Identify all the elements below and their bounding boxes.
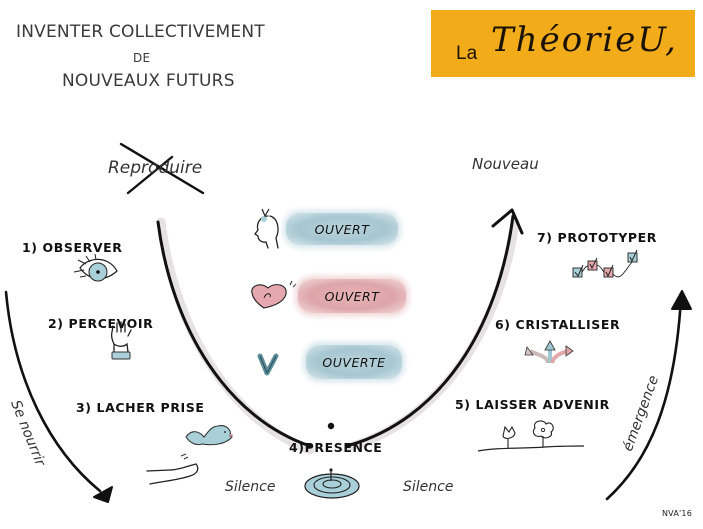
step-percevoir: 2) PERCEVOIR [48,316,154,331]
v-letter-icon [257,353,279,376]
water-ripple-icon [304,468,360,499]
step-presence: 4)PRESENCE [289,440,383,455]
branching-arrows-icon [524,340,574,364]
emergence-arrow [605,296,683,501]
title-line-1: INVENTER COLLECTIVEMENT [16,22,265,42]
open-hand-icon [146,453,199,485]
open-heart-label: OUVERT [324,288,380,304]
head-icon [254,208,279,249]
open-mind-label: OUVERT [314,221,370,237]
step-cristalliser: 6) CRISTALLISER [495,317,621,332]
u-right-shadow [345,217,520,452]
flowers-icon [477,420,585,452]
step-observer: 1) OBSERVER [22,240,123,255]
heart-icon [251,280,297,309]
banner-title: ThéorieU, [491,20,678,60]
bird-icon [185,425,234,446]
artist-signature: NVA'16 [662,509,692,518]
open-heart-pill: OUVERT [298,279,406,313]
open-will-label: OUVERTE [322,354,386,370]
theorie-u-banner: La ThéorieU, [431,10,695,77]
step-lacher-prise: 3) LACHER PRISE [76,400,205,415]
banner-prefix: La [456,43,478,64]
title-line-2: DE [133,51,151,65]
u-curve-left [156,220,312,448]
step-prototyper: 7) PROTOTYPER [537,230,658,245]
open-will-pill: OUVERTE [306,345,402,379]
arrow-up-icon [491,208,524,235]
cross-out-icon [119,142,205,195]
hand-icon [110,321,132,360]
eye-icon [73,253,118,282]
title-line-3: NOUVEAUX FUTURS [62,71,235,91]
u-curve-right [345,214,515,448]
checkboxes-icon [572,249,638,278]
silence-left-label: Silence [225,479,276,495]
nouveau-label: Nouveau [472,155,539,173]
step-laisser-advenir: 5) LAISSER ADVENIR [455,397,610,412]
silence-right-label: Silence [403,479,454,495]
arrow-down-icon [93,486,113,503]
open-mind-pill: OUVERT [286,213,398,245]
se-nourrir-arrow [4,290,102,493]
arrow-up-filled-icon [671,290,692,310]
reproduire-label: Reproduire [108,158,203,178]
presence-dot [327,422,335,430]
u-left-shadow [156,217,315,455]
